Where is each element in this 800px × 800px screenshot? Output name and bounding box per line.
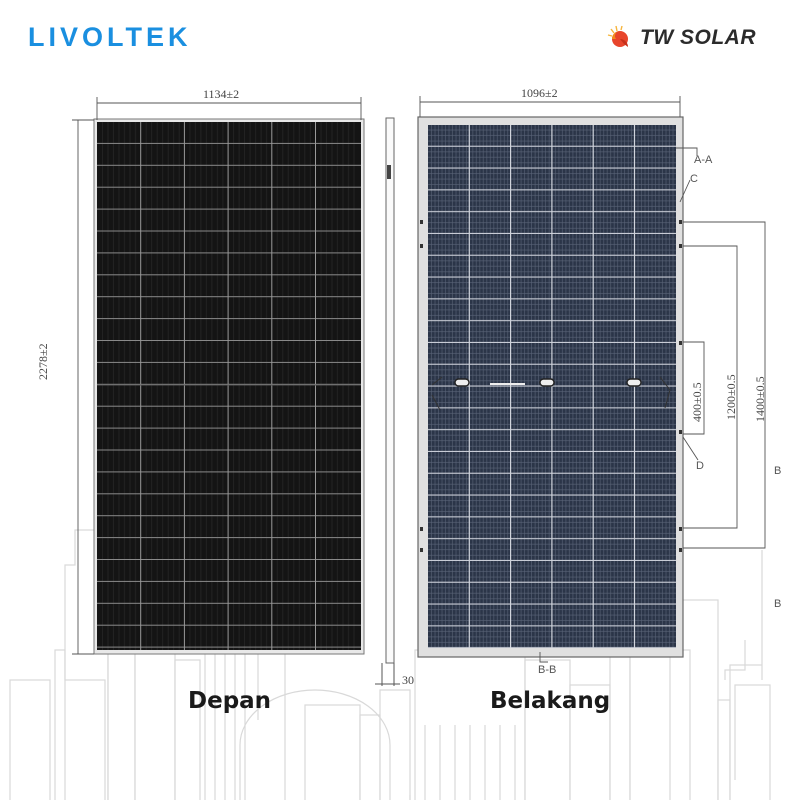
rear-view-caption: Belakang: [490, 688, 611, 714]
mounting-dimension-400: 400±0.5: [690, 382, 704, 422]
section-marker-b-bottom: B: [774, 598, 782, 610]
detail-label-c: C: [690, 173, 698, 185]
front-view-caption: Depan: [188, 688, 272, 714]
mounting-dimension-1200: 1200±0.5: [724, 374, 738, 420]
front-width-dimension: 1134±2: [203, 87, 240, 101]
tw-solar-wordmark: TW SOLAR: [640, 26, 756, 49]
section-marker-b-top: B: [774, 465, 782, 477]
mounting-dimension-1400: 1400±0.5: [753, 376, 767, 422]
livoltek-logo: LIVOLTEK: [28, 22, 192, 52]
tw-solar-logo: TW SOLAR: [606, 24, 756, 52]
section-label-b-b: B-B: [538, 664, 557, 676]
front-height-dimension: 2278±2: [36, 343, 50, 380]
front-panel: [93, 118, 365, 655]
rear-width-dimension: 1096±2: [521, 86, 558, 100]
rear-panel: [417, 116, 684, 658]
section-label-a-a: A-A: [694, 154, 713, 166]
thickness-dimension: 30: [402, 673, 414, 687]
side-profile: [375, 117, 400, 686]
detail-label-d: D: [696, 460, 704, 472]
sun-swirl-icon: [607, 25, 628, 47]
